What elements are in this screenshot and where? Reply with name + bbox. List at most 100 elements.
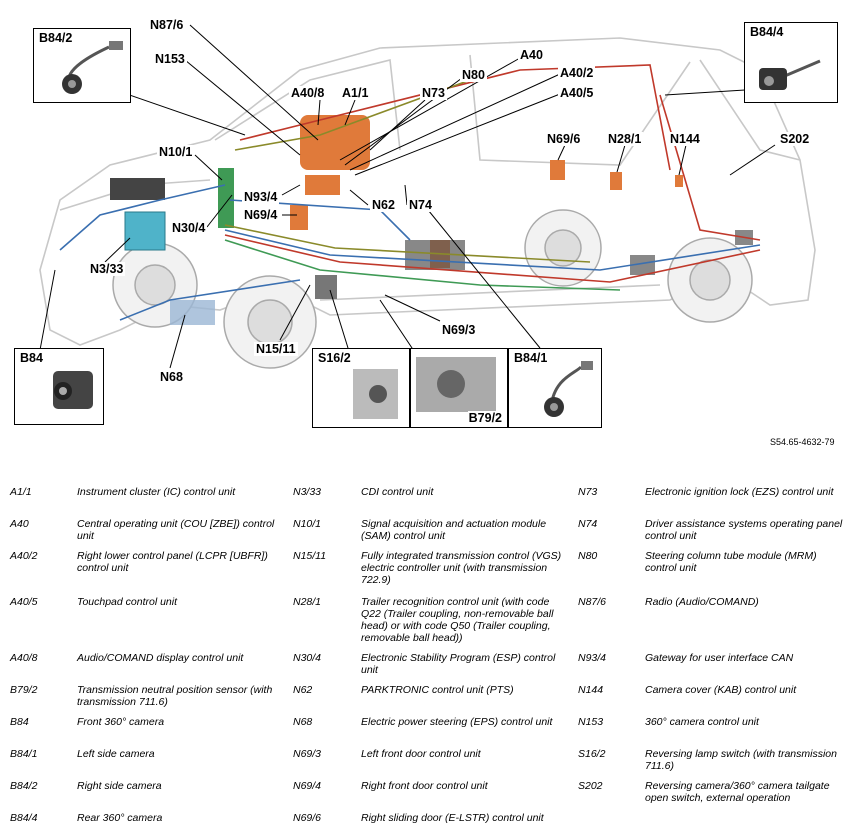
camera-icon (759, 59, 821, 90)
legend-description: Audio/COMAND display control unit (77, 652, 244, 664)
legend-description: Rear 360° camera (77, 812, 163, 824)
inset-b84-2: B84/2 (33, 28, 131, 103)
legend-description: Gateway for user interface CAN (645, 652, 794, 664)
legend-code: N30/4 (293, 652, 322, 664)
label-n74: N74 (407, 198, 434, 212)
inset-b84-4: B84/4 (744, 22, 838, 103)
legend-code: A40 (10, 518, 29, 530)
legend-code: N144 (578, 684, 604, 696)
legend-description: Right sliding door (E-LSTR) control unit (361, 812, 544, 824)
label-s202: S202 (778, 132, 812, 146)
inset-label-b84-4: B84/4 (749, 25, 785, 39)
inset-label-b79-2: B79/2 (467, 411, 503, 425)
inset-label-b84-2: B84/2 (38, 31, 74, 45)
legend-code: N28/1 (293, 596, 322, 608)
inset-label-b84: B84 (19, 351, 44, 365)
legend-code: N15/11 (293, 550, 327, 562)
legend-code: N3/33 (293, 486, 322, 498)
legend-description: Reversing lamp switch (with transmission… (645, 748, 837, 772)
label-n69-4: N69/4 (242, 208, 280, 222)
legend-description: Radio (Audio/COMAND) (645, 596, 759, 608)
legend-description: Steering column tube module (MRM) contro… (645, 550, 817, 574)
legend-description: PARKTRONIC control unit (PTS) (361, 684, 514, 696)
camera-icon (544, 361, 593, 417)
label-n69-6: N69/6 (545, 132, 583, 146)
legend-description: Signal acquisition and actuation module … (361, 518, 547, 542)
legend-code: S202 (578, 780, 603, 792)
wheels (112, 209, 753, 369)
legend-description: Driver assistance systems operating pane… (645, 518, 843, 542)
switch-photo (353, 369, 398, 419)
legend-description: 360° camera control unit (645, 716, 759, 728)
components (110, 115, 753, 325)
legend-code: N80 (578, 550, 598, 562)
legend-description: Right front door control unit (361, 780, 488, 792)
label-n69-3: N69/3 (440, 323, 478, 337)
legend-description: Electronic ignition lock (EZS) control u… (645, 486, 834, 498)
legend-code: N68 (293, 716, 313, 728)
label-n153: N153 (153, 52, 187, 66)
legend-description: Electric power steering (EPS) control un… (361, 716, 553, 728)
legend-code: B84/4 (10, 812, 38, 824)
label-n93-4: N93/4 (242, 190, 280, 204)
label-n87-6: N87/6 (148, 18, 186, 32)
legend-description: Trailer recognition control unit (with c… (361, 596, 554, 644)
legend-description: CDI control unit (361, 486, 434, 498)
inset-label-s16-2: S16/2 (317, 351, 352, 365)
inset-b84: B84 (14, 348, 104, 425)
inset-b84-1: B84/1 (508, 348, 602, 428)
legend-code: B79/2 (10, 684, 38, 696)
legend-description: Fully integrated transmission control (V… (361, 550, 562, 586)
legend-code: N73 (578, 486, 598, 498)
label-n28-1: N28/1 (606, 132, 644, 146)
label-n30-4: N30/4 (170, 221, 208, 235)
label-n62: N62 (370, 198, 397, 212)
legend-description: Reversing camera/360° camera tailgate op… (645, 780, 830, 804)
camera-icon (53, 371, 93, 409)
legend-code: N74 (578, 518, 598, 530)
inset-b79-2: B79/2 (410, 348, 508, 428)
legend-code: N62 (293, 684, 313, 696)
label-n68: N68 (158, 370, 185, 384)
label-a40-2: A40/2 (558, 66, 596, 80)
vehicle-illustration (39, 24, 816, 421)
label-n80: N80 (460, 68, 487, 82)
legend-description: Electronic Stability Program (ESP) contr… (361, 652, 556, 676)
legend-code: N10/1 (293, 518, 322, 530)
legend-description: Instrument cluster (IC) control unit (77, 486, 236, 498)
legend-code: B84/1 (10, 748, 38, 760)
legend-code: A40/8 (10, 652, 38, 664)
legend-code: A1/1 (10, 486, 32, 498)
legend-code: N69/3 (293, 748, 322, 760)
legend-description: Right side camera (77, 780, 162, 792)
legend-code: B84 (10, 716, 29, 728)
legend-description: Right lower control panel (LCPR [UBFR]) … (77, 550, 268, 574)
label-n144: N144 (668, 132, 702, 146)
label-a1-1: A1/1 (340, 86, 371, 100)
legend-description: Touchpad control unit (77, 596, 178, 608)
inset-s16-2: S16/2 (312, 348, 410, 428)
legend-code: S16/2 (578, 748, 606, 760)
legend-description: Central operating unit (COU [ZBE]) contr… (77, 518, 275, 542)
legend-code: N93/4 (578, 652, 607, 664)
label-a40-5: A40/5 (558, 86, 596, 100)
legend-code: A40/5 (10, 596, 38, 608)
legend-description: Front 360° camera (77, 716, 165, 728)
legend-code: N69/4 (293, 780, 322, 792)
figure-code: S54.65-4632-79 (770, 437, 835, 447)
label-n15-11: N15/11 (254, 342, 298, 356)
legend-code: A40/2 (10, 550, 38, 562)
legend-code: N87/6 (578, 596, 607, 608)
label-a40: A40 (518, 48, 545, 62)
label-a40-8: A40/8 (289, 86, 327, 100)
inset-label-b84-1: B84/1 (513, 351, 549, 365)
legend-code: B84/2 (10, 780, 38, 792)
label-n10-1: N10/1 (157, 145, 195, 159)
label-n3-33: N3/33 (88, 262, 126, 276)
legend-code: N69/6 (293, 812, 322, 824)
camera-icon (62, 41, 123, 94)
legend-description: Camera cover (KAB) control unit (645, 684, 797, 696)
legend-code: N153 (578, 716, 604, 728)
legend-description: Transmission neutral position sensor (wi… (77, 684, 273, 708)
legend-description: Left side camera (77, 748, 155, 760)
